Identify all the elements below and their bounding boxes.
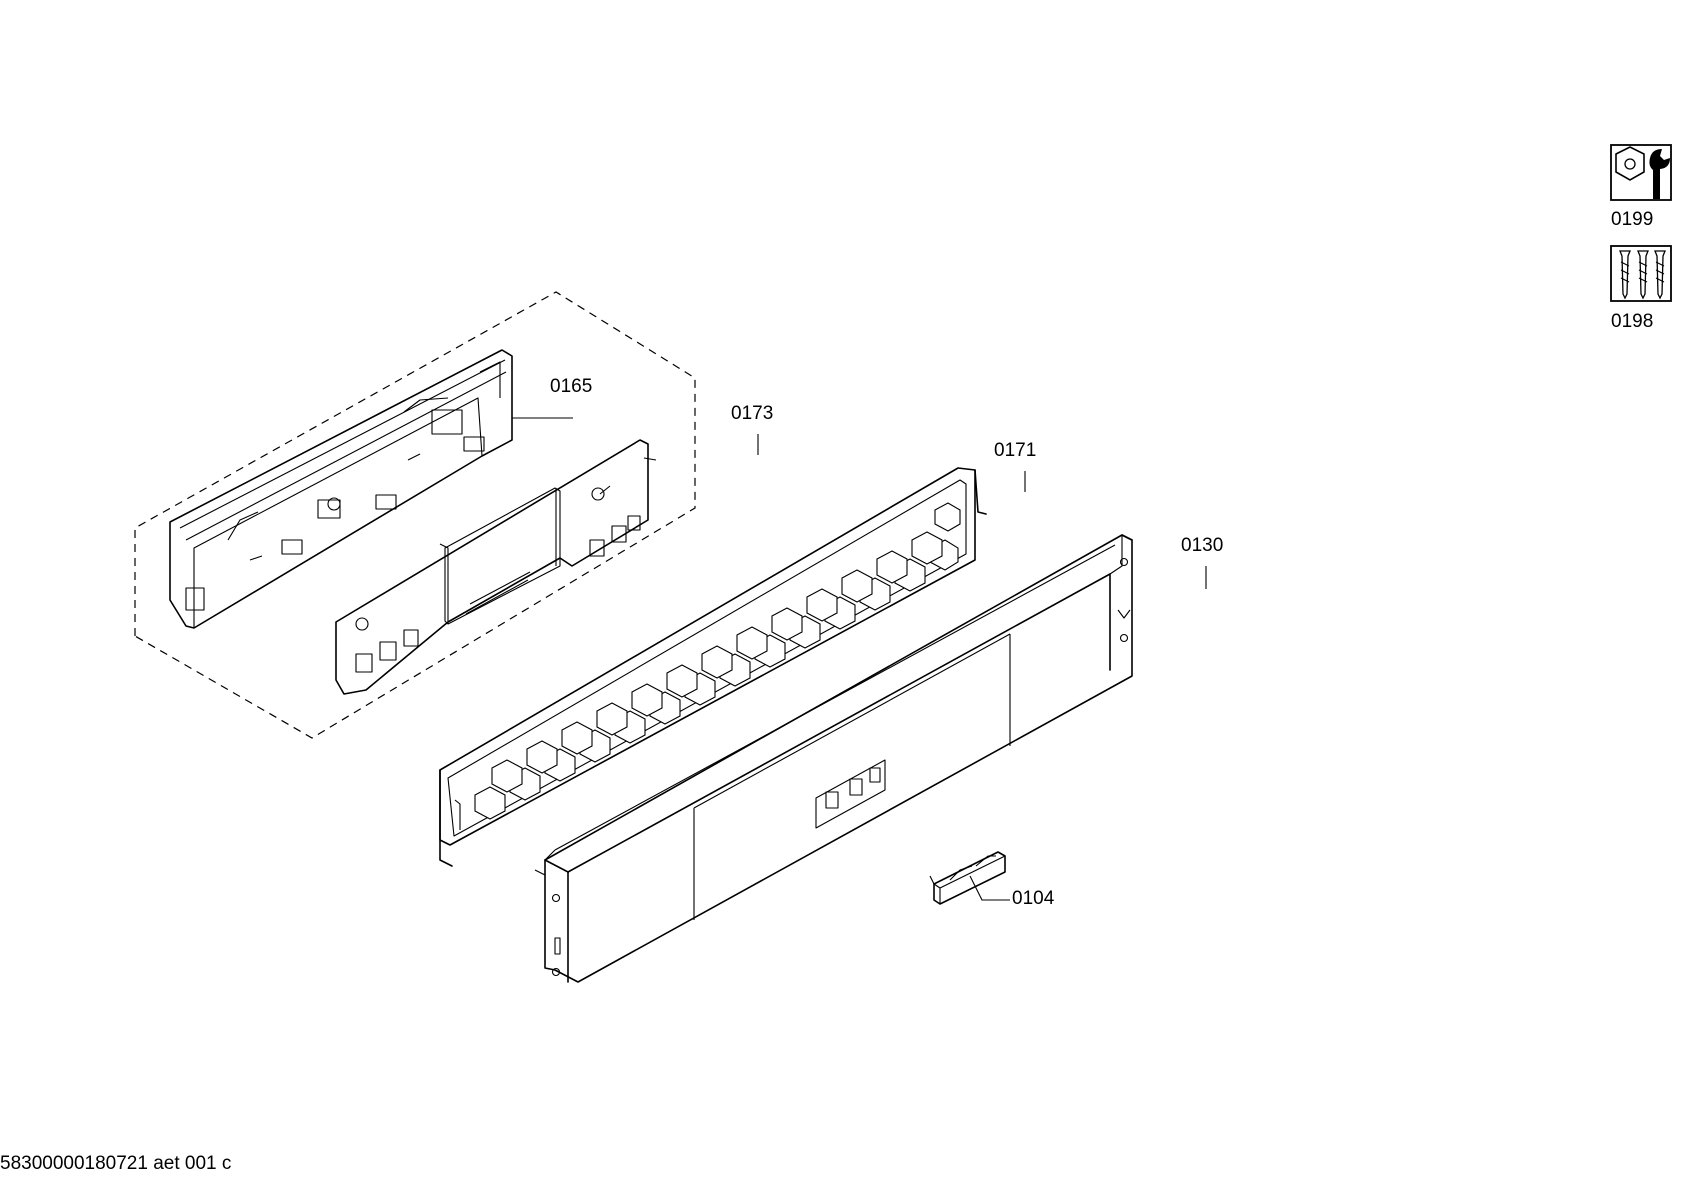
part-0165-circuit-board	[335, 439, 657, 695]
document-code: 58300000180721 aet 001 c	[0, 1153, 232, 1174]
part-0171-honeycomb-frame	[439, 467, 987, 867]
label-0198: 0198	[1611, 311, 1654, 332]
nut-and-wrench-icon	[1610, 144, 1672, 201]
screws-icon	[1610, 245, 1672, 302]
label-0165: 0165	[550, 376, 593, 397]
label-0130: 0130	[1181, 535, 1224, 556]
label-0199: 0199	[1611, 209, 1654, 230]
part-0130-front-panel	[534, 534, 1133, 983]
assembly-boundary-0165	[134, 291, 696, 739]
label-0104: 0104	[1012, 888, 1055, 909]
label-0173: 0173	[731, 403, 774, 424]
part-0104-clip	[929, 851, 1006, 905]
part-0165-housing	[169, 349, 513, 629]
leader-0104	[969, 875, 1010, 901]
label-0171: 0171	[994, 440, 1037, 461]
